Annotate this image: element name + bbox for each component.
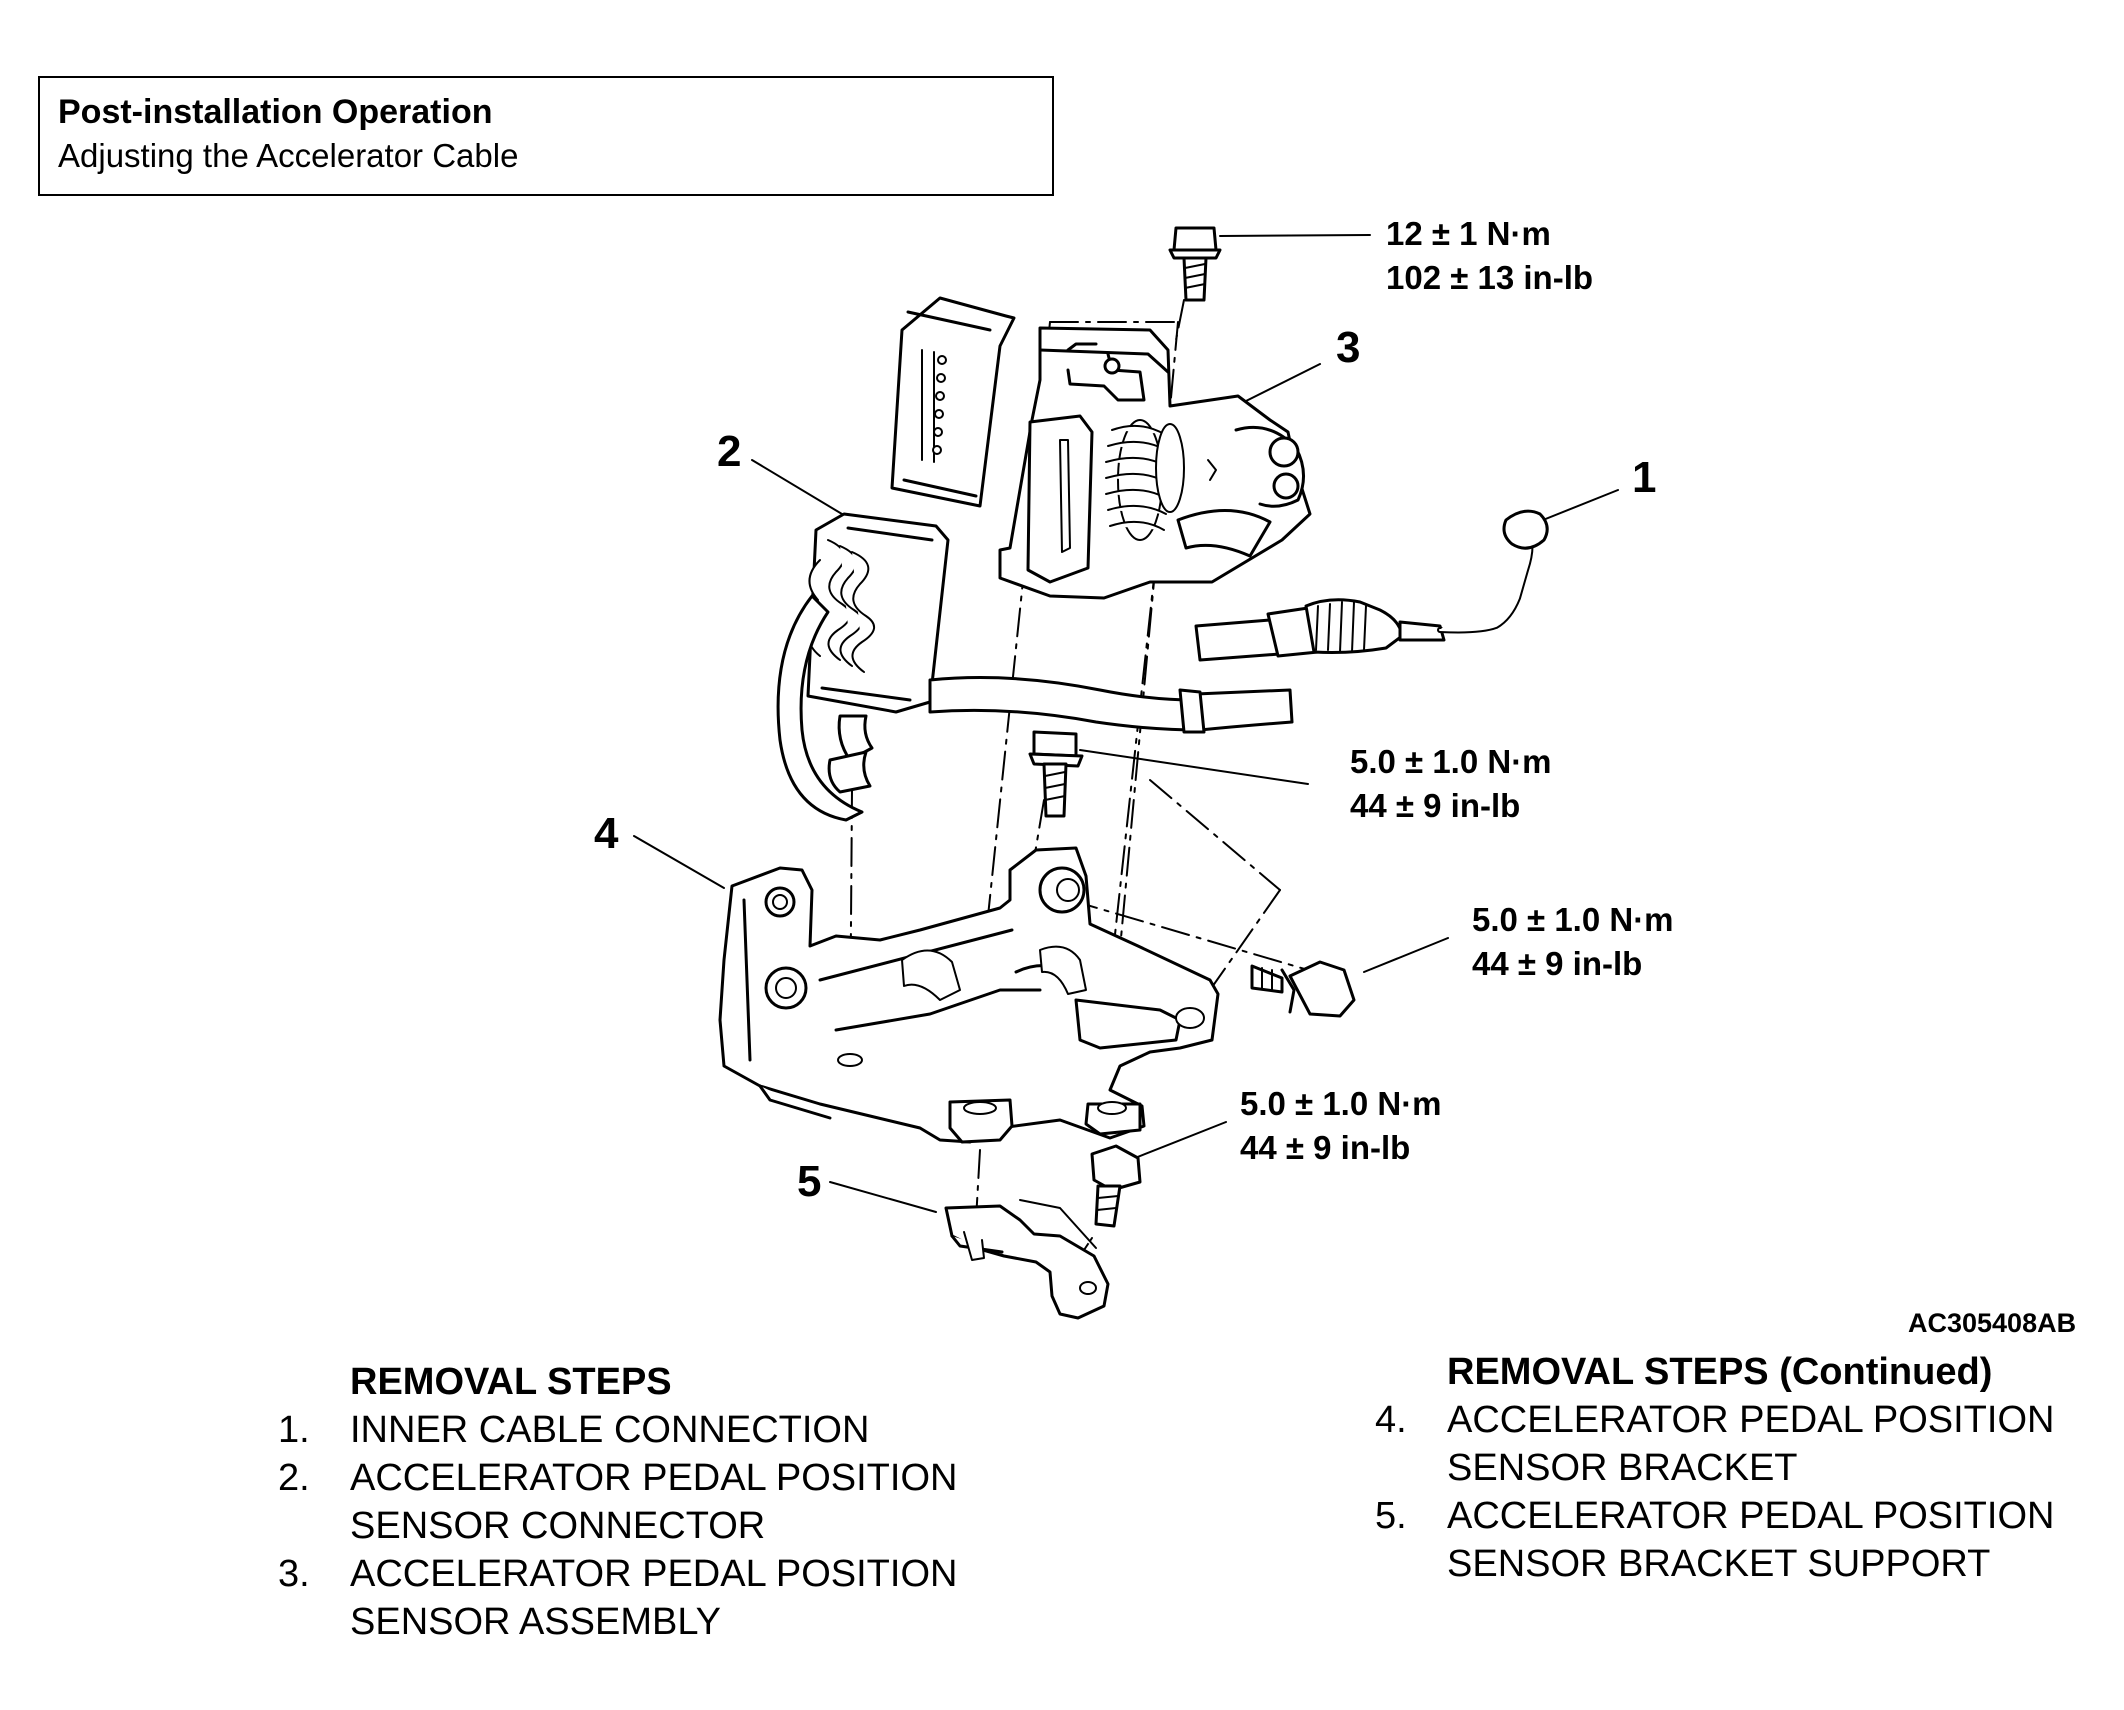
torque-imperial: 44 ± 9 in-lb — [1350, 787, 1521, 824]
removal-steps-continued-heading: REMOVAL STEPS (Continued) — [1447, 1351, 1993, 1393]
torque-spec-top-bolt: 12 ± 1 N·m 102 ± 13 in-lb — [1386, 212, 1593, 300]
middle-bolt — [1028, 730, 1084, 818]
sensor-assembly — [890, 296, 1312, 600]
removal-step: 3. ACCELERATOR PEDAL POSITION SENSOR ASS… — [278, 1550, 1010, 1646]
step-number: 3. — [278, 1553, 310, 1595]
torque-metric: 12 ± 1 N·m — [1386, 215, 1551, 252]
inner-cable — [1194, 509, 1549, 662]
torque-metric: 5.0 ± 1.0 N·m — [1350, 743, 1552, 780]
step-number: 4. — [1375, 1399, 1407, 1441]
torque-metric: 5.0 ± 1.0 N·m — [1240, 1085, 1442, 1122]
removal-step: 4. ACCELERATOR PEDAL POSITION SENSOR BRA… — [1375, 1396, 2107, 1492]
lower-bolt — [1090, 1144, 1142, 1228]
figure-id: AC305408AB — [1908, 1308, 2077, 1338]
torque-metric: 5.0 ± 1.0 N·m — [1472, 901, 1674, 938]
step-text: ACCELERATOR PEDAL POSITION SENSOR ASSEMB… — [350, 1553, 958, 1643]
removal-steps-continued: REMOVAL STEPS (Continued) 4. ACCELERATOR… — [1375, 1348, 2107, 1588]
removal-step: 5. ACCELERATOR PEDAL POSITION SENSOR BRA… — [1375, 1492, 2107, 1588]
step-text: ACCELERATOR PEDAL POSITION SENSOR CONNEC… — [350, 1457, 958, 1547]
bracket-support — [944, 1199, 1110, 1320]
callout-5: 5 — [797, 1157, 822, 1206]
right-side-bolt — [1250, 960, 1356, 1018]
step-text: ACCELERATOR PEDAL POSITION SENSOR BRACKE… — [1447, 1495, 2055, 1585]
step-text: INNER CABLE CONNECTION — [350, 1409, 870, 1451]
step-number: 5. — [1375, 1495, 1407, 1537]
removal-steps-heading: REMOVAL STEPS — [350, 1361, 672, 1403]
torque-imperial: 44 ± 9 in-lb — [1472, 945, 1643, 982]
removal-step: 2. ACCELERATOR PEDAL POSITION SENSOR CON… — [278, 1454, 1010, 1550]
harness-connector — [776, 512, 1294, 822]
torque-spec-lower-bolt: 5.0 ± 1.0 N·m 44 ± 9 in-lb — [1240, 1082, 1442, 1170]
callout-3: 3 — [1336, 323, 1361, 372]
removal-steps: REMOVAL STEPS 1. INNER CABLE CONNECTION … — [278, 1358, 1010, 1646]
callout-1: 1 — [1632, 453, 1657, 502]
top-bolt — [1168, 226, 1222, 302]
torque-imperial: 102 ± 13 in-lb — [1386, 259, 1594, 296]
note-subtitle: Adjusting the Accelerator Cable — [58, 137, 519, 174]
step-number: 2. — [278, 1457, 310, 1499]
torque-spec-right-bolt: 5.0 ± 1.0 N·m 44 ± 9 in-lb — [1472, 898, 1674, 986]
callout-4: 4 — [594, 809, 619, 858]
note-title: Post-installation Operation — [58, 93, 493, 131]
torque-imperial: 44 ± 9 in-lb — [1240, 1129, 1411, 1166]
post-installation-note: Post-installation Operation Adjusting th… — [38, 76, 1054, 196]
step-number: 1. — [278, 1409, 310, 1451]
removal-step: 1. INNER CABLE CONNECTION — [278, 1406, 1010, 1454]
step-text: ACCELERATOR PEDAL POSITION SENSOR BRACKE… — [1447, 1399, 2055, 1489]
callout-2: 2 — [717, 427, 742, 476]
sensor-bracket — [718, 846, 1220, 1144]
torque-spec-middle-bolt: 5.0 ± 1.0 N·m 44 ± 9 in-lb — [1350, 740, 1552, 828]
